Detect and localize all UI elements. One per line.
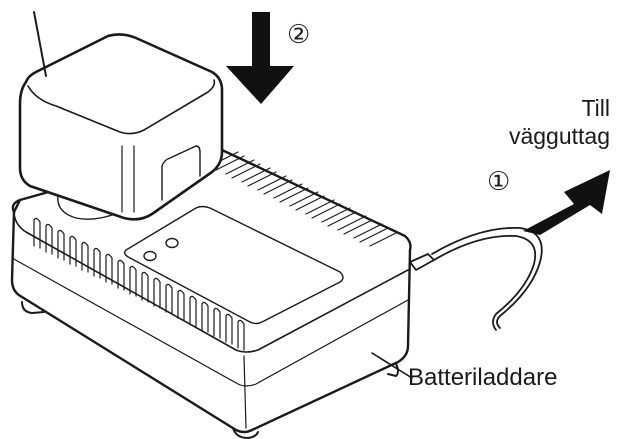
top-vents xyxy=(209,151,399,247)
arrow-up-right-icon xyxy=(523,170,610,235)
outlet-label-line1: Till xyxy=(581,95,610,121)
battery-pack xyxy=(18,33,224,221)
power-cord xyxy=(409,227,543,331)
step-2-marker: ② xyxy=(287,20,311,50)
charger-panel xyxy=(123,205,344,325)
front-vents xyxy=(33,217,245,351)
outlet-label-line2: vägguttag xyxy=(508,123,610,149)
battery-leader-line xyxy=(33,11,47,77)
step-1-marker: ① xyxy=(487,167,511,197)
charger-label: Batteriladdare xyxy=(408,364,558,391)
charger-leader-line xyxy=(371,352,413,379)
arrow-down-icon xyxy=(226,12,294,104)
